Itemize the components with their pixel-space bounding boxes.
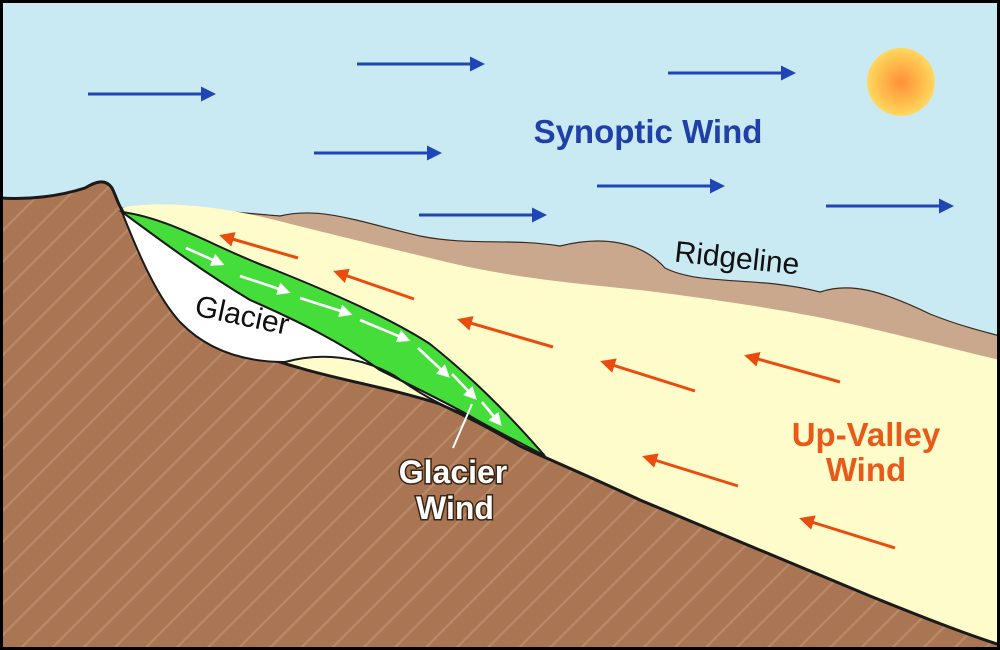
synoptic-wind-label: Synoptic Wind: [534, 113, 763, 150]
up-valley-label-line2: Wind: [826, 451, 906, 488]
arrow-left-icon: [457, 316, 554, 349]
arrow-left-icon: [219, 232, 299, 260]
arrow-down-right-icon: [451, 373, 477, 400]
arrow-left-icon: [799, 515, 896, 550]
arrow-left-icon: [600, 358, 696, 393]
arrow-left-icon: [642, 453, 739, 488]
arrow-down-right-icon: [359, 318, 411, 342]
sun-icon: [867, 48, 935, 116]
arrow-down-right-icon: [480, 401, 502, 427]
glacier: [119, 209, 471, 417]
glacier-wind-label-line1: Glacier: [399, 454, 508, 490]
glacier-wind-leader: [452, 403, 473, 449]
glacier-wind-label: Glacier Wind: [397, 453, 509, 528]
glacier-wind-arrows: [185, 246, 502, 427]
glacier-wind-label-line2: Wind: [416, 490, 494, 526]
arrow-down-right-icon: [417, 347, 450, 378]
up-valley-wind-label: Up-Valley Wind: [792, 416, 941, 488]
arrow-down-right-icon: [239, 274, 291, 295]
up-valley-arrows: [219, 232, 896, 550]
ground: [0, 180, 1000, 650]
arrow-down-right-icon: [185, 246, 225, 266]
up-valley-label-line1: Up-Valley: [792, 416, 941, 453]
synoptic-arrows: [88, 56, 954, 223]
arrow-down-right-icon: [299, 296, 353, 318]
arrow-left-icon: [744, 352, 841, 384]
arrow-left-icon: [333, 268, 415, 301]
